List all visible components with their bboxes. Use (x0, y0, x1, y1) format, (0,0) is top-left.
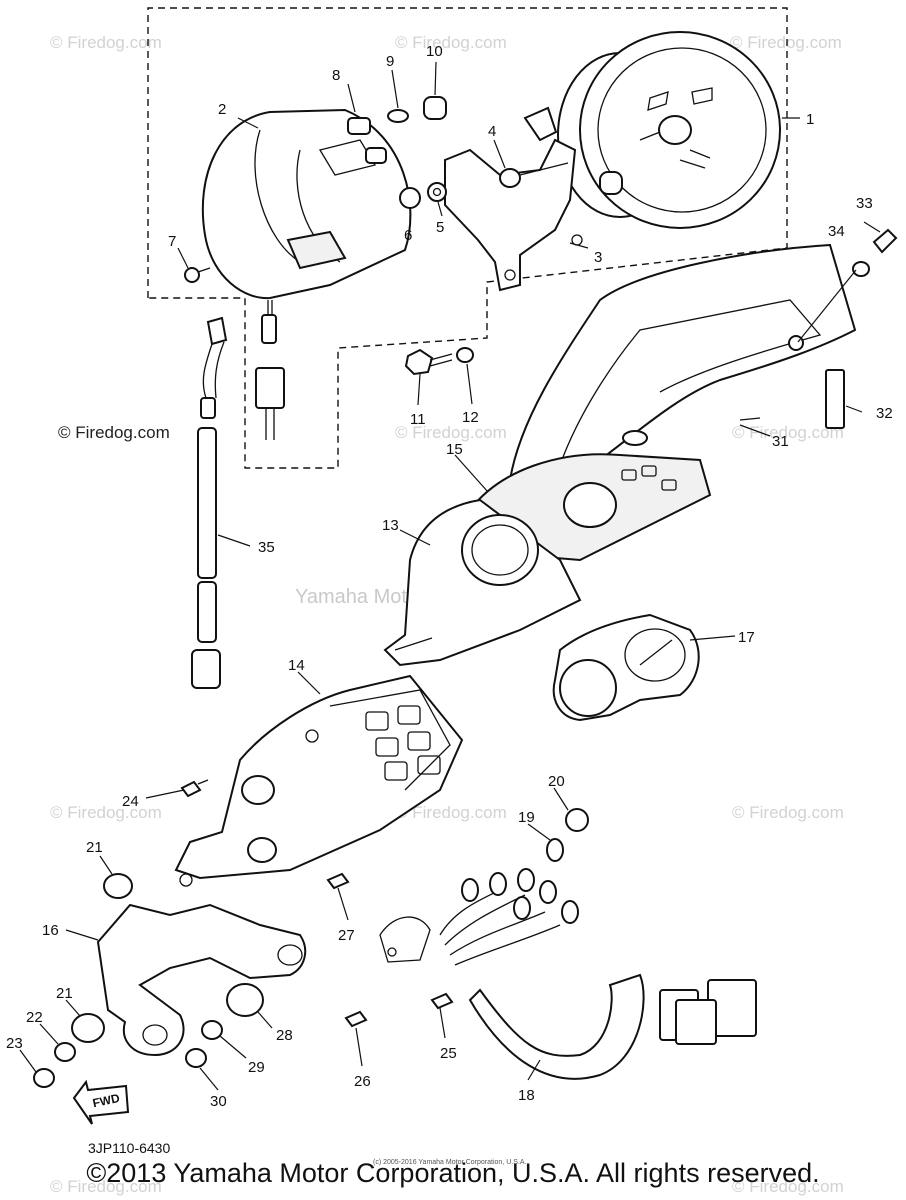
part-6-grommet (399, 187, 421, 209)
part-32-pad (825, 369, 845, 429)
part-34-washer (852, 261, 870, 277)
callout-11: 11 (410, 411, 426, 428)
watermark: © Firedog.com (732, 423, 844, 442)
part-4-grommet (499, 162, 569, 188)
part-7-screw (184, 267, 211, 283)
callout-16: 16 (42, 922, 59, 939)
part-5-washer (427, 182, 447, 202)
watermark: © Firedog.com (50, 1177, 162, 1196)
watermark: © Firedog.com (395, 423, 507, 442)
part-12-washer (456, 347, 474, 363)
part-18-wire-harness (379, 868, 757, 1080)
watermark: © Firedog.com (50, 803, 162, 822)
callout-30: 30 (210, 1093, 227, 1110)
part-30-nut (185, 1048, 207, 1068)
callout-3: 3 (594, 249, 602, 266)
part-24-screw (180, 779, 209, 798)
watermark: © Firedog.com (732, 1177, 844, 1196)
watermark: © Firedog.com (50, 33, 162, 52)
callout-13: 13 (382, 517, 399, 534)
part-25-screw (430, 992, 454, 1010)
watermark-dark: © Firedog.com (58, 423, 170, 442)
callout-35: 35 (258, 539, 275, 556)
callout-15: 15 (446, 441, 463, 458)
callout-23: 23 (6, 1035, 23, 1052)
callout-34: 34 (828, 223, 845, 240)
callout-29: 29 (248, 1059, 265, 1076)
callout-2: 2 (218, 101, 226, 118)
part-13-housing (383, 498, 582, 667)
part-10-cap (423, 96, 447, 120)
part-21-grommet-upper (103, 873, 133, 899)
tiny-copyright: (c) 2005-2016 Yamaha Motor Corporation, … (373, 1159, 527, 1166)
callout-22: 22 (26, 1009, 43, 1026)
watermark: © Firedog.com (395, 33, 507, 52)
callout-12: 12 (462, 409, 479, 426)
callout-19: 19 (518, 809, 535, 826)
part-22-washer (54, 1042, 76, 1062)
part-17-meter-face (552, 613, 700, 722)
callout-7: 7 (168, 233, 176, 250)
callouts: 1 2 3 4 5 6 7 8 9 10 11 12 13 14 15 16 1… (6, 43, 893, 1110)
part-35-speedometer-cable (191, 316, 228, 689)
callout-17: 17 (738, 629, 755, 646)
callout-26: 26 (354, 1073, 371, 1090)
part-33-screw (872, 228, 898, 254)
callout-10: 10 (426, 43, 443, 60)
footer-copyright: ©2013 Yamaha Motor Corporation, U.S.A. A… (86, 1158, 820, 1188)
part-16-bracket (96, 903, 307, 1057)
callout-32: 32 (876, 405, 893, 422)
callout-24: 24 (122, 793, 139, 810)
part-26-screw (344, 1010, 368, 1028)
part-2-housing (201, 108, 412, 300)
callout-18: 18 (518, 1087, 535, 1104)
part-29-washer (201, 1020, 223, 1040)
callout-20: 20 (548, 773, 565, 790)
part-11-bolt (404, 348, 453, 376)
part-28-grommet (226, 983, 264, 1017)
part-8-socket (347, 117, 387, 164)
fwd-arrow-icon: FWD (72, 1079, 130, 1125)
watermark: © Firedog.com (730, 33, 842, 52)
callout-9: 9 (386, 53, 394, 70)
watermark: © Firedog.com (395, 803, 507, 822)
part-21-grommet-lower (71, 1013, 105, 1043)
callout-27: 27 (338, 927, 355, 944)
part-23-nut (33, 1068, 55, 1088)
callout-6: 6 (404, 227, 412, 244)
callout-28: 28 (276, 1027, 293, 1044)
fwd-label: FWD (91, 1091, 121, 1110)
callout-1: 1 (806, 111, 814, 128)
part-20-cap (565, 808, 589, 832)
callout-33: 33 (856, 195, 873, 212)
watermark: © Firedog.com (732, 803, 844, 822)
callout-25: 25 (440, 1045, 457, 1062)
callout-21-lower: 21 (56, 985, 73, 1002)
part-27-screw (326, 872, 350, 890)
part-1-gauge (557, 31, 781, 229)
callout-14: 14 (288, 657, 305, 674)
callout-31: 31 (772, 433, 789, 450)
callout-21-upper: 21 (86, 839, 103, 856)
leader-lines (19, 61, 881, 1091)
part-19-bulb (546, 838, 564, 862)
harness-stub (255, 300, 285, 440)
callout-4: 4 (488, 123, 496, 140)
callout-5: 5 (436, 219, 444, 236)
callout-8: 8 (332, 67, 340, 84)
assembly-group-outline (147, 7, 788, 469)
catalog-code: 3JP110-6430 (88, 1140, 171, 1156)
part-14-meter-case (174, 674, 464, 887)
part-9-bulb (387, 109, 409, 123)
